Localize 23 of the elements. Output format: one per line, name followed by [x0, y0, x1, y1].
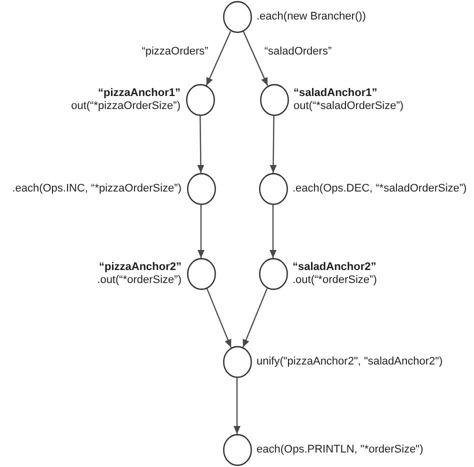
operation-label: .each(Ops.DEC, “*saladOrderSize”) [292, 182, 467, 196]
arrow [197, 116, 204, 173]
operation-label: .out(“*orderSize”) [292, 274, 377, 287]
operation-label: .each(Ops.INC, “*pizzaOrderSize”) [12, 182, 182, 196]
operation-label: out(“*pizzaOrderSize”) [71, 100, 180, 113]
arrow [242, 288, 268, 348]
anchor-name: “pizzaAnchor1” [98, 87, 180, 100]
operation-label: each(Ops.PRINTLN, "*orderSize") [256, 444, 424, 456]
arrow [270, 205, 276, 258]
arrow [242, 31, 268, 86]
anchor-name: “pizzaAnchor2” [98, 261, 182, 274]
arrow [270, 116, 277, 173]
arrow [206, 31, 232, 86]
operation-label: unify("pizzaAnchor2", "saladAnchor2") [256, 356, 443, 368]
anchor-name: “saladAnchor2” [292, 261, 376, 274]
arrow [198, 205, 204, 258]
operation-label: .out(“*orderSize”) [97, 274, 182, 287]
arrow [234, 378, 240, 434]
operation-label: .each(new Brancher()) [256, 10, 366, 24]
arrow [206, 288, 232, 348]
edge-label: “pizzaOrders” [140, 46, 210, 58]
operation-label: out(“*saladOrderSize”) [294, 100, 404, 113]
anchor-name: “saladAnchor1” [294, 87, 378, 100]
